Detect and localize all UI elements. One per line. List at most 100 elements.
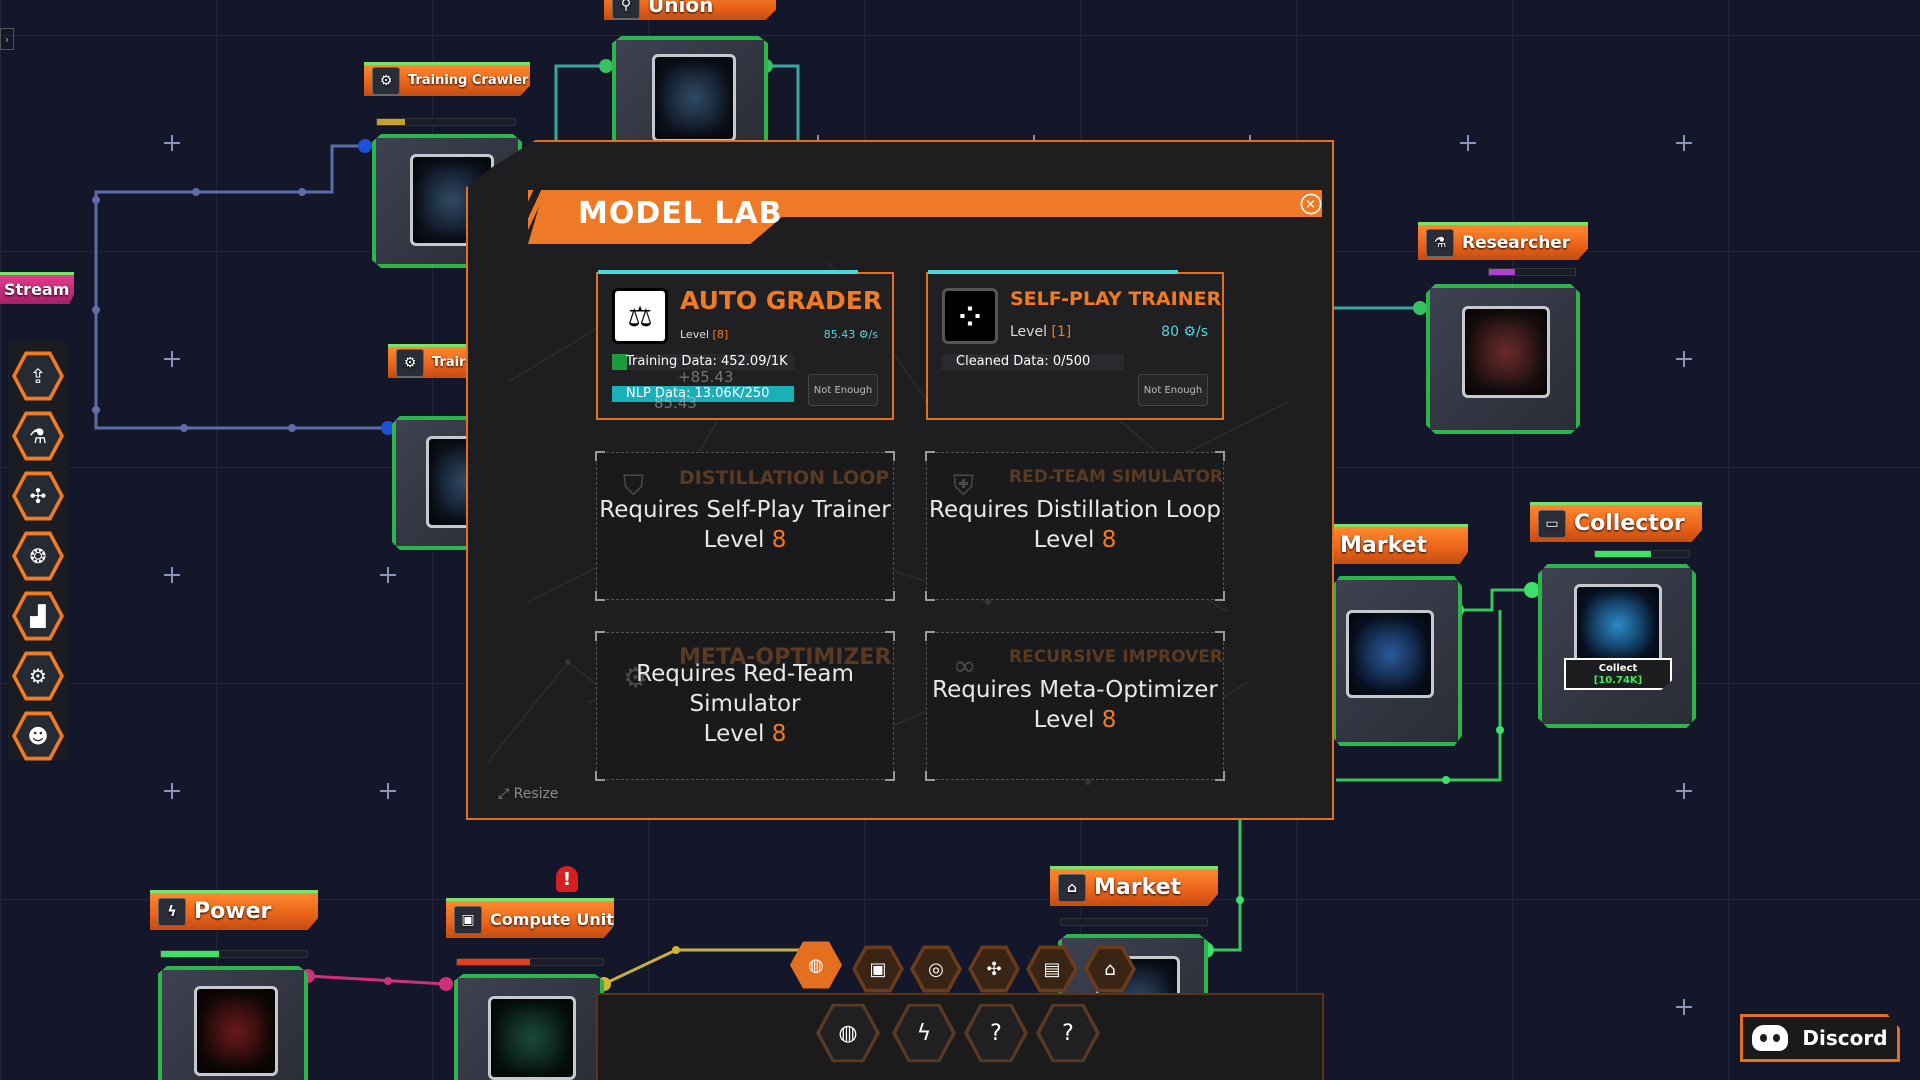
node-collector-body xyxy=(1538,564,1696,728)
node-market-right[interactable]: Market xyxy=(1332,524,1468,754)
card-progress-line xyxy=(928,270,1178,274)
brain-upload-icon: ⇪ xyxy=(16,355,60,397)
node-training-crawler-header: ⚙ Training Crawler xyxy=(364,62,530,96)
card-meta-optimizer: ⚙ META-OPTIMIZER Requires Red-Team Simul… xyxy=(595,631,895,781)
node-compute-unit[interactable]: ▣ Compute Unit xyxy=(446,898,614,1080)
shield-lock-icon: ⛨ xyxy=(953,469,975,502)
card-progress-line xyxy=(598,270,858,274)
requirement-level: Level 8 xyxy=(703,527,787,553)
flask-icon: ⚗ xyxy=(16,415,60,457)
card-recursive-improver: ∞ RECURSIVE IMPROVER Requires Meta-Optim… xyxy=(925,631,1225,781)
toolbar-tab-target[interactable]: ◎ xyxy=(910,945,962,993)
node-training-crawler-progress xyxy=(376,118,516,126)
toolbar-action-help-2[interactable]: ? xyxy=(1036,1003,1100,1063)
discord-button[interactable]: Discord xyxy=(1740,1014,1900,1062)
toolbar-tab-brain[interactable]: ✣ xyxy=(968,945,1020,993)
level-label: Level xyxy=(1010,324,1047,340)
nlp-data-bar: NLP Data: 13.06K/250 xyxy=(612,386,794,402)
requirement-text: Requires Self-Play Trainer xyxy=(599,497,891,523)
chip-icon: ▣ xyxy=(856,949,900,989)
card-recursive-improver-title: RECURSIVE IMPROVER xyxy=(1009,647,1223,667)
requirement-level: Level 8 xyxy=(1033,707,1117,733)
node-collector[interactable]: ▭ Collector Collect [10.74K] xyxy=(1530,502,1702,732)
card-distillation-loop: ⛉ DISTILLATION LOOP Requires Self-Play T… xyxy=(595,451,895,601)
sidebar-item-model-lab[interactable]: ✣ xyxy=(12,471,64,521)
sidebar-item-research[interactable]: ⚗ xyxy=(12,411,64,461)
node-power-progress xyxy=(160,950,308,958)
node-power[interactable]: ϟ Power xyxy=(150,890,318,1080)
sidebar-item-brain-gear[interactable]: ❂ xyxy=(12,531,64,581)
node-stream[interactable]: Stream xyxy=(0,272,74,332)
requirement-text: Requires Red-Team xyxy=(636,661,854,687)
node-compute-unit-screen xyxy=(488,996,576,1080)
sidebar-item-profile[interactable]: ☻ xyxy=(12,711,64,761)
folder-icon: ▭ xyxy=(1538,509,1566,538)
floating-gain-2: 85.43 xyxy=(654,394,697,412)
bar-chart-icon: ▟ xyxy=(16,595,60,637)
store-icon: ⌂ xyxy=(1088,949,1132,989)
toolbar-action-help-1[interactable]: ? xyxy=(964,1003,1028,1063)
model-lab-panel: MODEL LAB ✕ ⚖ AUTO GRADER Level [8] 85.4… xyxy=(466,140,1334,820)
card-self-play-trainer-rate: 80 ⚙/s xyxy=(1161,324,1208,340)
card-self-play-trainer[interactable]: ⁘ SELF-PLAY TRAINER Level [1] 80 ⚙/s Cle… xyxy=(926,270,1224,420)
collect-button[interactable]: Collect [10.74K] xyxy=(1564,658,1672,690)
requirement-text: Requires Meta-Optimizer xyxy=(932,677,1218,703)
node-collector-screen xyxy=(1574,584,1662,666)
toolbar-tab-chip[interactable]: ▣ xyxy=(852,945,904,993)
dots-network-icon: ⁘ xyxy=(942,288,998,344)
node-training-crawler-2-title: Trair xyxy=(432,355,466,370)
node-collector-title: Collector xyxy=(1574,511,1685,536)
globe-icon: ◍ xyxy=(794,945,838,985)
level-value: [8] xyxy=(712,328,729,341)
brain-gear-icon: ❂ xyxy=(16,535,60,577)
card-auto-grader[interactable]: ⚖ AUTO GRADER Level [8] 85.43 ⚙/s Traini… xyxy=(596,270,894,420)
toolbar-action-lightning[interactable]: ϟ xyxy=(892,1003,956,1063)
resize-handle[interactable]: ⤢ Resize xyxy=(498,786,559,802)
node-compute-unit-title: Compute Unit xyxy=(490,910,614,929)
node-union-body xyxy=(612,36,768,156)
loop-icon: ∞ xyxy=(953,649,977,682)
node-compute-unit-progress xyxy=(456,958,604,966)
sidebar-item-brain-upload[interactable]: ⇪ xyxy=(12,351,64,401)
expand-arrow-button[interactable]: › xyxy=(0,28,14,50)
node-training-crawler-title: Training Crawler xyxy=(408,73,529,88)
node-researcher-title: Researcher xyxy=(1462,232,1571,253)
chip-icon: ▣ xyxy=(454,905,482,934)
recursive-improver-requirement: Requires Meta-Optimizer Level 8 xyxy=(927,675,1223,735)
sidebar-item-stats[interactable]: ▟ xyxy=(12,591,64,641)
globe-icon: ◍ xyxy=(820,1006,876,1060)
node-market-right-body xyxy=(1332,576,1462,746)
target-icon: ◎ xyxy=(914,949,958,989)
red-team-requirement: Requires Distillation Loop Level 8 xyxy=(927,495,1223,555)
card-distillation-loop-title: DISTILLATION LOOP xyxy=(679,467,890,489)
discord-icon xyxy=(1752,1025,1789,1051)
nlp-data-fill xyxy=(612,386,794,402)
collect-label: Collect xyxy=(1598,663,1638,674)
close-icon: ✕ xyxy=(1305,196,1317,212)
node-researcher-body xyxy=(1426,284,1580,434)
node-compute-unit-header: ▣ Compute Unit xyxy=(446,898,614,938)
flask-icon: ⚗ xyxy=(1426,228,1454,257)
node-power-title: Power xyxy=(194,899,272,924)
toolbar-tab-globe[interactable]: ◍ xyxy=(790,941,842,989)
gear-icon: ⚙ xyxy=(396,348,424,377)
node-market-bottom-progress xyxy=(1060,918,1208,926)
auto-grader-upgrade-button[interactable]: Not Enough xyxy=(808,374,878,406)
brain-icon: ✣ xyxy=(972,949,1016,989)
node-power-screen xyxy=(194,986,278,1076)
card-red-team-title: RED-TEAM SIMULATOR xyxy=(1009,467,1223,487)
head-profile-icon: ☻ xyxy=(16,715,60,757)
gear-icon: ⚙ xyxy=(16,655,60,697)
grader-icon: ⚖ xyxy=(612,288,668,344)
level-label: Level xyxy=(680,328,710,341)
node-researcher[interactable]: ⚗ Researcher xyxy=(1418,222,1588,452)
meta-optimizer-requirement: Requires Red-Team Simulator Level 8 xyxy=(597,659,893,749)
self-play-upgrade-button[interactable]: Not Enough xyxy=(1138,374,1208,406)
toolbar-action-globe[interactable]: ◍ xyxy=(816,1003,880,1063)
node-compute-unit-body xyxy=(454,974,604,1080)
sidebar-item-settings[interactable]: ⚙ xyxy=(12,651,64,701)
node-researcher-header: ⚗ Researcher xyxy=(1418,222,1588,260)
alert-icon[interactable]: ! xyxy=(556,866,578,892)
funnel-icon: ⛉ xyxy=(623,469,645,502)
